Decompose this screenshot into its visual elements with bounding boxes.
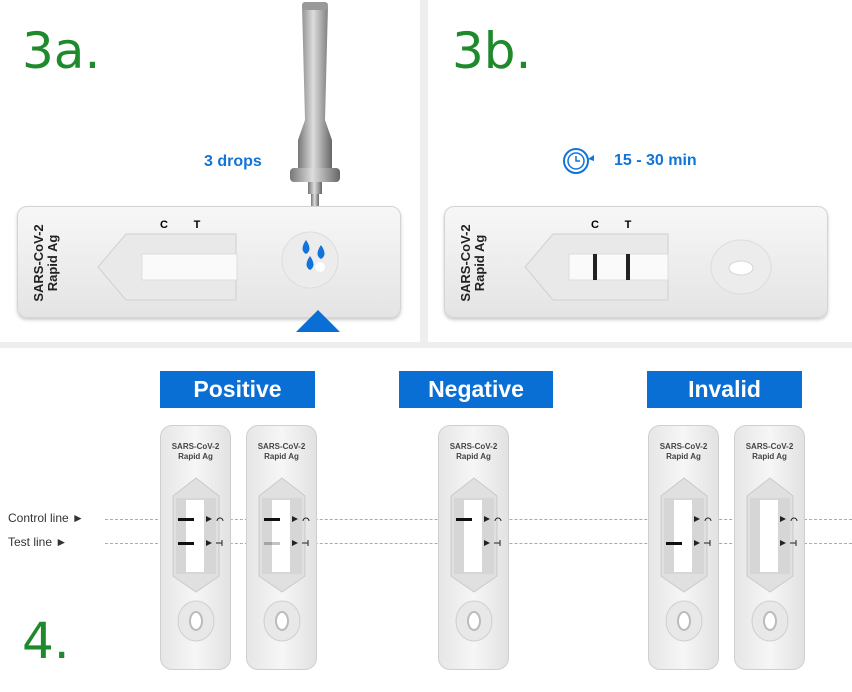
- cassette-label: Rapid Ag: [472, 234, 487, 292]
- time-label: 15 - 30 min: [614, 152, 697, 169]
- panel-divider: [0, 342, 852, 348]
- test-band: [666, 542, 682, 545]
- cassette-label: SARS-CoV-2: [745, 442, 794, 451]
- water-drop-icon: [302, 240, 325, 270]
- result-window: [258, 477, 310, 642]
- control-line-label: Control line: [8, 511, 69, 525]
- step-number-3a: 3a.: [22, 22, 101, 80]
- result-label-invalid: Invalid: [647, 371, 802, 408]
- cassette-label: Rapid Ag: [264, 452, 299, 461]
- cassette-label: SARS-CoV-2: [257, 442, 306, 451]
- result-window: C T: [524, 219, 772, 301]
- panel-divider: [420, 0, 428, 345]
- cassette-label: SARS-CoV-2: [659, 442, 708, 451]
- t-mark: T: [194, 219, 201, 231]
- result-window: [450, 477, 502, 642]
- result-window: [172, 477, 224, 642]
- dropper-icon: [290, 2, 340, 216]
- test-line-label: Test line: [8, 535, 53, 549]
- triangle-pointer-icon: [296, 310, 340, 332]
- cassette-label: SARS-CoV-2: [31, 224, 46, 302]
- c-mark: C: [591, 219, 599, 231]
- step-number-4: 4.: [22, 612, 70, 670]
- control-band: [178, 518, 194, 521]
- cassette-label: SARS-CoV-2: [171, 442, 220, 451]
- t-mark: T: [625, 219, 632, 231]
- cassette-label: Rapid Ag: [752, 452, 787, 461]
- drops-label: 3 drops: [204, 153, 262, 170]
- cassette-label: Rapid Ag: [45, 234, 60, 292]
- clock-icon: [563, 148, 594, 174]
- step-number-3b: 3b.: [452, 22, 532, 80]
- result-label-positive: Positive: [160, 371, 315, 408]
- test-band: [178, 542, 194, 545]
- cassette-label: Rapid Ag: [178, 452, 213, 461]
- cassette-label: Rapid Ag: [456, 452, 491, 461]
- cassette-label: Rapid Ag: [666, 452, 701, 461]
- result-window: [746, 477, 798, 642]
- result-window: [660, 477, 712, 642]
- control-band: [264, 518, 280, 521]
- control-band: [456, 518, 472, 521]
- result-window: C T: [97, 219, 339, 301]
- c-mark: C: [160, 219, 168, 231]
- test-band: [264, 542, 280, 545]
- cassette-label: SARS-CoV-2: [458, 224, 473, 302]
- cassette-label: SARS-CoV-2: [449, 442, 498, 451]
- result-label-negative: Negative: [399, 371, 553, 408]
